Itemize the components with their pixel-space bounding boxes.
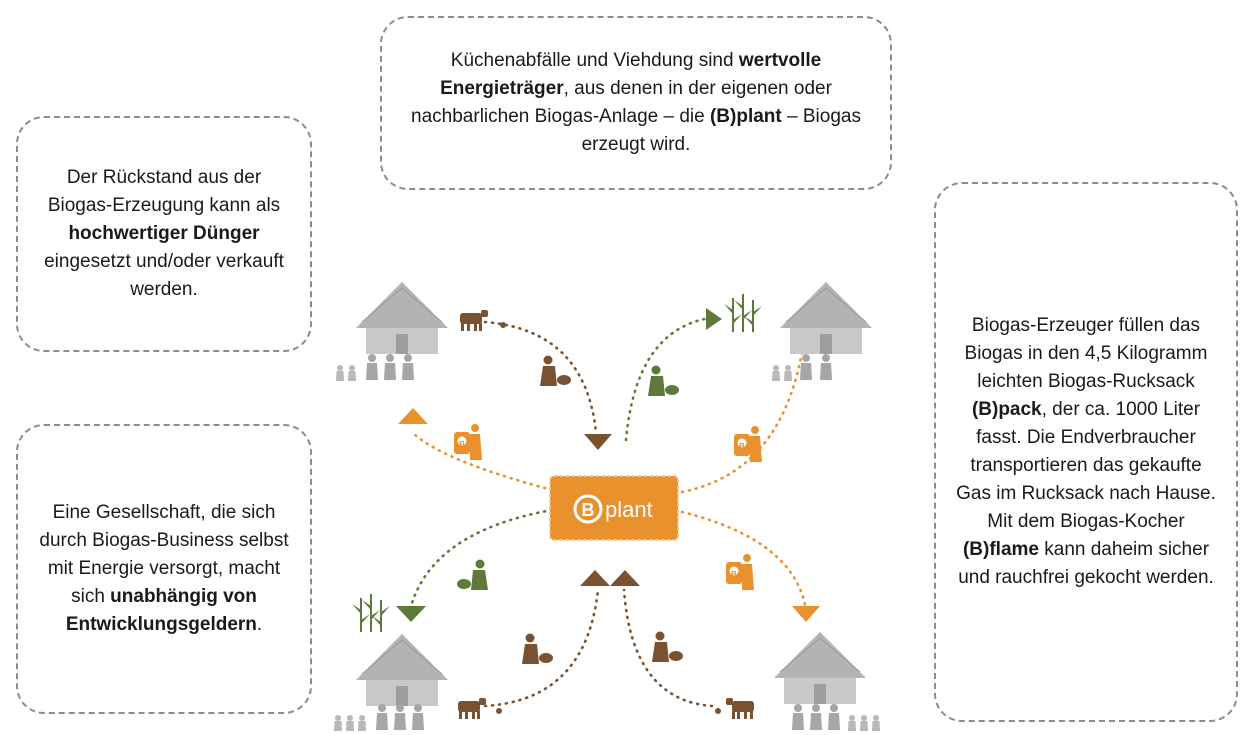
person-icon [394,704,406,730]
arrowhead-brown-down [584,434,612,450]
svg-text:B: B [739,442,745,451]
flow-manure-from-bottomright [622,588,714,708]
svg-text:B: B [731,570,737,579]
person-icon [860,715,868,731]
person-icon [384,354,396,380]
hut-icon [773,631,867,705]
flow-manure-to-plant-topleft [483,320,598,434]
cow-icon [460,310,488,331]
flow-gas-to-topright [680,320,808,494]
person-icon [772,365,780,381]
hut-icon [355,633,449,707]
person-icon [784,365,792,381]
flow-gas-to-bottomright [680,510,808,612]
arrowhead-orange-down [792,606,820,622]
info-box-energy: Küchenabfälle und Viehdung sind wertvoll… [380,16,892,190]
person-icon [334,715,342,731]
worker-wheelbarrow-icon [457,559,488,590]
person-icon [872,715,880,731]
person-icon [366,354,378,380]
household-bottom-left [334,594,449,731]
info-box-backpack: Biogas-Erzeuger füllen das Biogas in den… [934,182,1238,722]
person-icon [820,354,832,380]
arrowhead-brown-up-right [610,570,640,586]
svg-text:B: B [459,440,465,449]
person-icon [348,365,356,381]
info-text-backpack: Biogas-Erzeuger füllen das Biogas in den… [956,315,1216,588]
info-text-energy: Küchenabfälle und Viehdung sind wertvoll… [411,50,861,155]
person-icon [346,715,354,731]
dung-icon [715,708,721,714]
flow-fertilizer-to-fields-topright [624,316,712,442]
dung-icon [496,708,502,714]
cow-icon [726,698,754,719]
person-icon [358,715,366,731]
crop-icon [352,594,390,632]
arrowhead-orange-up-left [398,408,428,424]
worker-wheelbarrow-icon [648,365,679,396]
info-text-society: Eine Gesellschaft, die sich durch Biogas… [39,502,289,635]
household-top-left [336,281,449,381]
dung-icon [500,322,506,328]
person-icon [412,704,424,730]
hut-icon [355,281,449,355]
person-icon [792,704,804,730]
person-icon [828,704,840,730]
worker-wheelbarrow-icon [652,631,683,662]
backpack-carrier-icon: B [454,424,482,460]
worker-wheelbarrow-icon [540,355,571,386]
arrowhead-green-down [396,606,426,622]
flow-fertilizer-to-bottomleft [408,508,554,612]
person-icon [810,704,822,730]
crop-icon [724,294,762,332]
arrowhead-green-right [706,308,722,330]
person-icon [402,354,414,380]
backpack-carrier-icon: B [734,426,762,462]
info-box-society: Eine Gesellschaft, die sich durch Biogas… [16,424,312,714]
person-icon [376,704,388,730]
arrowhead-brown-up-left [580,570,610,586]
plant-node: B plant [549,475,679,541]
cow-icon [458,698,486,719]
plant-logo-letter: B [582,500,595,520]
worker-wheelbarrow-icon [522,633,553,664]
hut-icon [779,281,873,355]
household-bottom-right [773,631,880,731]
person-icon [848,715,856,731]
info-text-fertilizer: Der Rückstand aus der Biogas-Erzeugung k… [44,167,284,300]
person-icon [336,365,344,381]
backpack-carrier-icon: B [726,554,754,590]
plant-label: plant [605,497,653,522]
flow-gas-to-topleft [410,430,554,492]
person-icon [800,354,812,380]
flow-manure-from-bottomleft [483,588,600,708]
info-box-fertilizer: Der Rückstand aus der Biogas-Erzeugung k… [16,116,312,352]
